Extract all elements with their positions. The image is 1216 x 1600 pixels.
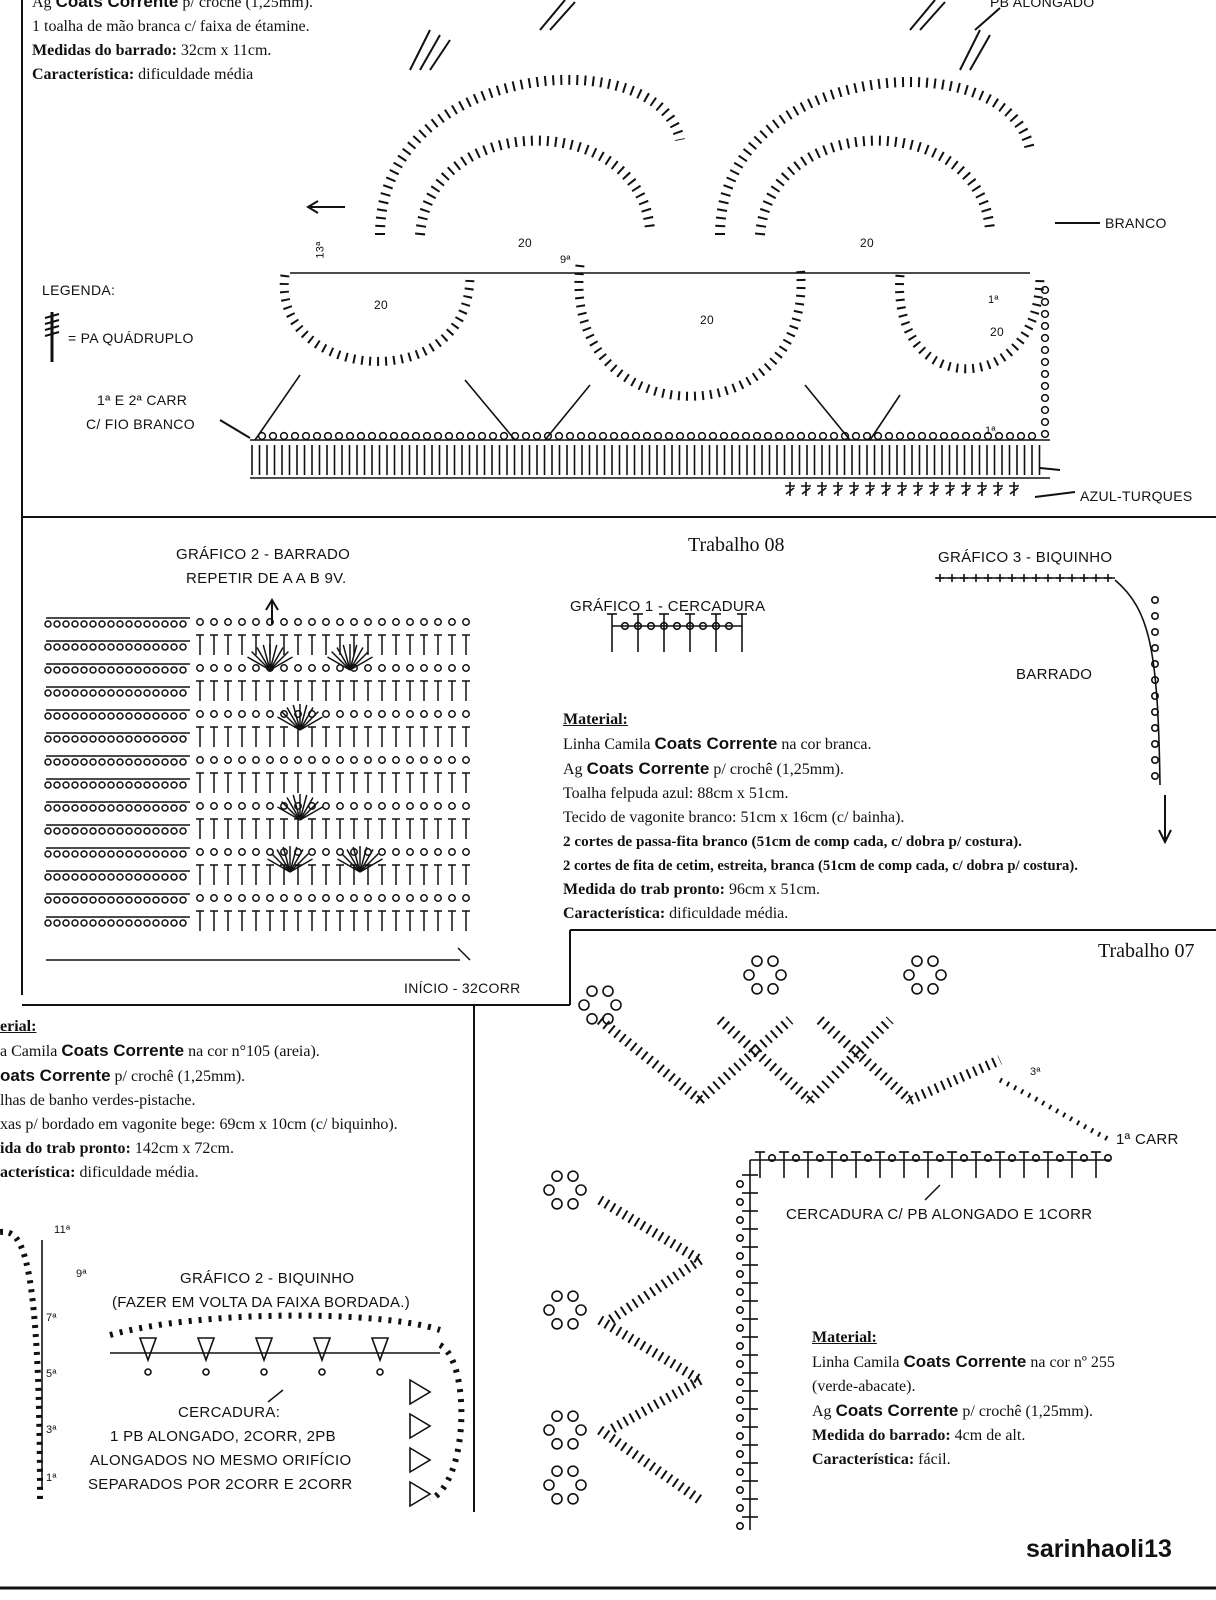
t08-line1-brand: Coats Corrente <box>654 734 778 753</box>
watermark: sarinhaoli13 <box>1026 1535 1172 1563</box>
top-material-measure-value: 32cm x 11cm. <box>180 42 272 59</box>
count-20-d: 20 <box>860 236 874 250</box>
count-20-a: 20 <box>518 236 532 250</box>
t07-cercadura-label: CERCADURA C/ PB ALONGADO E 1CORR <box>786 1206 1093 1223</box>
top-material-measure-label: Medidas do barrado: <box>32 42 177 59</box>
label-azul-turquesa: AZUL-TURQUES <box>1080 488 1193 504</box>
row-label-1b: 1ª <box>985 425 996 437</box>
barrado-chart-drawing <box>44 598 471 961</box>
grafico3-title: GRÁFICO 3 - BIQUINHO <box>938 549 1113 566</box>
bl-row-11: 11ª <box>54 1224 71 1236</box>
left-mat-l2-post: p/ crochê (1,25mm). <box>110 1068 246 1085</box>
t07-l3-brand: Coats Corrente <box>835 1401 959 1420</box>
t07-l5-label: Característica: <box>812 1451 915 1468</box>
legend-pa-quadruplo: = PA QUÁDRUPLO <box>68 330 194 346</box>
left-mat-l6-label: acterística: <box>0 1164 76 1181</box>
label-branco: BRANCO <box>1105 215 1167 231</box>
trabalho07-material: Material: Linha Camila Coats Corrente na… <box>812 1326 1172 1472</box>
t08-medida-value: 96cm x 51cm. <box>728 881 821 898</box>
label-carr-line1: 1ª E 2ª CARR <box>97 392 188 408</box>
row-label-1a: 1ª <box>988 294 999 306</box>
left-mat-l2-brand: oats Corrente <box>0 1066 111 1085</box>
left-mat-l1-pre: a Camila <box>0 1043 62 1060</box>
count-20-b: 20 <box>374 298 388 312</box>
top-material-line2: 1 toalha de mão branca c/ faixa de étami… <box>32 18 310 35</box>
cercadura-title: CERCADURA: <box>178 1404 281 1421</box>
left-mat-l1-brand: Coats Corrente <box>61 1041 185 1060</box>
label-legenda: LEGENDA: <box>42 282 116 298</box>
left-mat-l5-label: ida do trab pronto: <box>0 1140 131 1157</box>
t08-line1-post: na cor branca. <box>777 736 872 753</box>
t07-l1-post: na cor nº 255 <box>1026 1354 1115 1371</box>
top-material-prefix: Ag <box>32 0 52 11</box>
barrado-repeat: REPETIR DE A A B 9V. <box>186 570 347 587</box>
t08-line5: 2 cortes de passa-fita branco (51cm de c… <box>563 833 1022 850</box>
t07-l1-brand: Coats Corrente <box>903 1352 1027 1371</box>
t07-l4-label: Medida do barrado: <box>812 1427 951 1444</box>
top-material-block: Ag Coats Corrente p/ crochê (1,25mm). 1 … <box>32 0 392 87</box>
left-mat-l3: lhas de banho verdes-pistache. <box>0 1092 196 1109</box>
biquinho-barrado-label: BARRADO <box>1016 666 1093 683</box>
count-20-e: 20 <box>990 325 1004 339</box>
bl-row-3: 3ª <box>46 1424 57 1436</box>
left-material-block: erial: a Camila Coats Corrente na cor n°… <box>0 1015 470 1185</box>
t08-line3: Toalha felpuda azul: 88cm x 51cm. <box>563 785 789 802</box>
trabalho07-drawing <box>543 955 1113 1531</box>
top-material-caract-value: dificuldade média <box>138 66 254 83</box>
t07-l3-post: p/ crochê (1,25mm). <box>958 1403 1093 1420</box>
t08-line2-post: p/ crochê (1,25mm). <box>709 761 844 778</box>
bl-row-5: 5ª <box>46 1368 57 1380</box>
left-mat-l1-post: na cor n°105 (areia). <box>184 1043 320 1060</box>
barrado-inicio: INÍCIO - 32CORR <box>404 980 521 996</box>
bl-row-1: 1ª <box>46 1472 57 1484</box>
t07-l1-pre: Linha Camila <box>812 1354 904 1371</box>
trabalho07-title: Trabalho 07 <box>1098 940 1195 962</box>
top-material-caract-label: Característica: <box>32 66 135 83</box>
t08-caract-label: Característica: <box>563 905 666 922</box>
left-material-heading: erial: <box>0 1018 37 1035</box>
t07-material-heading: Material: <box>812 1329 877 1346</box>
top-material-rest: p/ crochê (1,25mm). <box>182 0 313 11</box>
label-carr-line2: C/ FIO BRANCO <box>86 416 195 432</box>
t08-line6: 2 cortes de fita de cetim, estreita, bra… <box>563 858 1078 874</box>
t08-line2-brand: Coats Corrente <box>586 759 710 778</box>
t08-line2-pre: Ag <box>563 761 587 778</box>
grafico1-title: GRÁFICO 1 - CERCADURA <box>570 598 766 615</box>
left-mat-l6-value: dificuldade média. <box>75 1164 199 1181</box>
cercadura-line3: SEPARADOS POR 2CORR E 2CORR <box>88 1476 353 1493</box>
t08-medida-label: Medida do trab pronto: <box>563 881 725 898</box>
t07-l2: (verde-abacate). <box>812 1378 916 1395</box>
left-mat-l4: xas p/ bordado em vagonite bege: 69cm x … <box>0 1116 398 1133</box>
biquinho2-title: GRÁFICO 2 - BIQUINHO <box>180 1270 355 1287</box>
t08-line4: Tecido de vagonite branco: 51cm x 16cm (… <box>563 809 905 826</box>
top-material-brand: Coats Corrente <box>55 0 179 11</box>
cercadura-line2: ALONGADOS NO MESMO ORIFÍCIO <box>90 1452 352 1469</box>
t07-l5-value: fácil. <box>914 1451 951 1468</box>
bottom-left-drawing <box>0 1228 465 1508</box>
trabalho08-title: Trabalho 08 <box>688 534 785 556</box>
barrado-title: GRÁFICO 2 - BARRADO <box>176 546 351 563</box>
t07-carr-label: 1ª CARR <box>1116 1131 1179 1148</box>
cercadura-line1: 1 PB ALONGADO, 2CORR, 2PB <box>110 1428 336 1445</box>
label-pb-alongado: PB ALONGADO <box>990 0 1095 10</box>
biquinho2-subtitle: (FAZER EM VOLTA DA FAIXA BORDADA.) <box>112 1294 411 1311</box>
bl-row-7: 7ª <box>46 1312 57 1324</box>
t07-l4-value: 4cm de alt. <box>950 1427 1026 1444</box>
trabalho08-material-heading: Material: <box>563 711 628 728</box>
t08-line1-pre: Linha Camila <box>563 736 655 753</box>
top-chart-drawing <box>44 0 1100 498</box>
biquinho-chart-drawing <box>935 574 1172 845</box>
count-20-c: 20 <box>700 313 714 327</box>
row-label-9: 9ª <box>560 254 571 266</box>
bl-row-9: 9ª <box>76 1268 87 1280</box>
t07-l3-pre: Ag <box>812 1403 836 1420</box>
t08-caract-value: dificuldade média. <box>669 905 789 922</box>
cercadura-chart-drawing <box>607 613 747 652</box>
t07-row-3: 3ª <box>1030 1066 1041 1078</box>
row-label-13: 13ª <box>314 241 327 259</box>
trabalho08-material: Material: Linha Camila Coats Corrente na… <box>563 708 1213 926</box>
left-mat-l5-value: 142cm x 72cm. <box>130 1140 234 1157</box>
